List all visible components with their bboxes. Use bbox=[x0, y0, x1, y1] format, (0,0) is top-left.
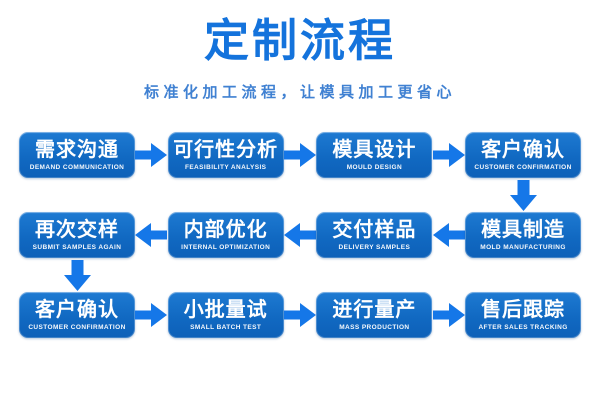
step-label-zh: 售后跟踪 bbox=[481, 298, 566, 321]
step-label-zh: 模具设计 bbox=[332, 138, 417, 161]
arrow-right-icon bbox=[135, 143, 168, 167]
arrow-down-icon bbox=[509, 179, 537, 211]
step-label-zh: 客户确认 bbox=[35, 298, 119, 321]
step-label-en: MOLD MANUFACTURING bbox=[480, 243, 566, 251]
step-feasibility-analysis: 可行性分析 FEASIBILITY ANALYSIS bbox=[167, 132, 284, 178]
arrow-right-icon bbox=[135, 303, 168, 327]
step-label-en: SMALL BATCH TEST bbox=[190, 323, 262, 331]
step-label-zh: 内部优化 bbox=[183, 218, 268, 241]
step-mould-design: 模具设计 MOULD DESIGN bbox=[316, 132, 433, 178]
step-after-sales-tracking: 售后跟踪 AFTER SALES TRACKING bbox=[465, 292, 582, 338]
step-label-zh: 可行性分析 bbox=[173, 138, 279, 161]
step-label-en: DELIVERY SAMPLES bbox=[338, 243, 411, 251]
step-label-zh: 小批量试 bbox=[183, 298, 268, 321]
step-label-en: INTERNAL OPTIMIZATION bbox=[181, 243, 271, 251]
step-label-zh: 再次交样 bbox=[35, 218, 119, 241]
step-label-zh: 进行量产 bbox=[332, 298, 417, 321]
step-customer-confirmation-1: 客户确认 CUSTOMER CONFIRMATION bbox=[465, 132, 582, 178]
step-label-zh: 模具制造 bbox=[481, 218, 566, 241]
process-flow-diagram: 需求沟通 DEMAND COMMUNICATION 可行性分析 FEASIBIL… bbox=[19, 132, 582, 338]
page-title: 定制流程 bbox=[203, 15, 396, 66]
step-label-en: CUSTOMER CONFIRMATION bbox=[28, 323, 126, 331]
arrow-right-icon bbox=[284, 303, 317, 327]
step-label-en: DEMAND COMMUNICATION bbox=[29, 163, 125, 171]
step-label-zh: 交付样品 bbox=[332, 218, 417, 241]
page-subtitle: 标准化加工流程，让模具加工更省心 bbox=[143, 84, 456, 101]
step-mold-manufacturing: 模具制造 MOLD MANUFACTURING bbox=[465, 212, 582, 258]
arrow-right-icon bbox=[284, 143, 317, 167]
step-delivery-samples: 交付样品 DELIVERY SAMPLES bbox=[316, 212, 433, 258]
step-small-batch-test: 小批量试 SMALL BATCH TEST bbox=[167, 292, 284, 338]
step-internal-optimization: 内部优化 INTERNAL OPTIMIZATION bbox=[167, 212, 284, 258]
step-mass-production: 进行量产 MASS PRODUCTION bbox=[316, 292, 433, 338]
step-label-zh: 客户确认 bbox=[481, 138, 566, 161]
arrow-down-icon bbox=[63, 259, 91, 291]
arrow-left-icon bbox=[284, 223, 317, 247]
arrow-left-icon bbox=[135, 223, 168, 247]
step-customer-confirmation-2: 客户确认 CUSTOMER CONFIRMATION bbox=[19, 292, 135, 338]
step-label-en: AFTER SALES TRACKING bbox=[478, 323, 568, 331]
step-label-en: FEASIBILITY ANALYSIS bbox=[184, 163, 267, 171]
step-label-en: MOULD DESIGN bbox=[346, 163, 403, 171]
step-demand-communication: 需求沟通 DEMAND COMMUNICATION bbox=[19, 132, 135, 178]
step-label-en: MASS PRODUCTION bbox=[339, 323, 410, 331]
arrow-right-icon bbox=[432, 143, 465, 167]
step-label-zh: 需求沟通 bbox=[35, 138, 119, 161]
step-submit-samples-again: 再次交样 SUBMIT SAMPLES AGAIN bbox=[19, 212, 135, 258]
header: 定制流程 标准化加工流程，让模具加工更省心 bbox=[0, 0, 600, 102]
arrow-left-icon bbox=[432, 223, 465, 247]
step-label-en: SUBMIT SAMPLES AGAIN bbox=[32, 243, 122, 251]
step-label-en: CUSTOMER CONFIRMATION bbox=[474, 163, 572, 171]
arrow-right-icon bbox=[432, 303, 465, 327]
